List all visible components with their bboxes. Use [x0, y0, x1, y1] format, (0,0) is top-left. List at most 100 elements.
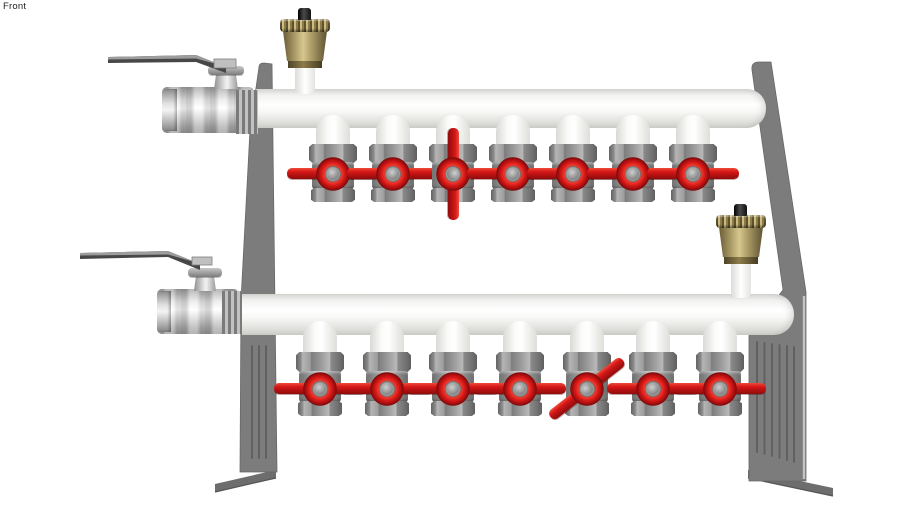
valve-union-nut [429, 352, 477, 372]
pipe-stub [556, 115, 590, 148]
valve-union-nut [309, 144, 357, 163]
loop-valve[interactable] [337, 321, 437, 441]
pipe-stub [303, 321, 337, 357]
valve-union-nut [369, 144, 417, 163]
mounting-bracket-left[interactable] [239, 62, 278, 473]
valve-handle-pin [387, 168, 399, 180]
pipe-stub [636, 321, 670, 357]
air-vent-top-base [288, 59, 322, 68]
loop-valve[interactable] [343, 115, 443, 235]
valve-handle[interactable] [270, 339, 370, 439]
air-vent-top-cap [298, 8, 311, 20]
valve-tail-nut [671, 188, 715, 202]
main-ball-valve-top-union-nut [236, 90, 258, 134]
valve-handle-pin [514, 383, 526, 395]
pipe-stub [316, 115, 350, 148]
bracket-foot-left-edge [214, 477, 277, 493]
valve-handle[interactable] [337, 339, 437, 439]
valve-handle[interactable] [343, 124, 443, 224]
valve-handle-pin [567, 168, 579, 180]
loop-valve[interactable] [270, 321, 370, 441]
valve-handle-pin [714, 383, 726, 395]
valve-handle-pin [447, 383, 459, 395]
valve-union-nut [296, 352, 344, 372]
pipe-stub [496, 115, 530, 148]
lever-bottom-nut [191, 256, 213, 266]
main-ball-valve-bottom-stem-flange [188, 268, 222, 277]
loop-valve[interactable] [537, 321, 637, 441]
valve-union-nut [563, 352, 611, 372]
valve-handle[interactable] [523, 124, 623, 224]
pipe-stub [703, 321, 737, 357]
valve-handle[interactable] [583, 124, 683, 224]
valve-tail-nut [498, 401, 542, 416]
valve-handle[interactable] [470, 339, 570, 439]
air-vent-bottom-stub [731, 262, 751, 298]
air-vent-top-knurled-ring [280, 19, 330, 32]
ball-valve-lever-top[interactable] [108, 55, 237, 73]
pipe-stub [616, 115, 650, 148]
valve-handle[interactable] [670, 339, 770, 439]
valve-tail-nut [311, 188, 355, 202]
valve-handle-pin [381, 383, 393, 395]
valve-tail-nut [551, 188, 595, 202]
loop-valve[interactable] [643, 115, 743, 235]
pipe-stub [503, 321, 537, 357]
valve-tail-nut [371, 188, 415, 202]
valve-union-nut [549, 144, 597, 163]
pipe-stub [376, 115, 410, 148]
pipe-stub [570, 321, 604, 357]
valve-handle[interactable] [463, 124, 563, 224]
lever-top-nut [213, 58, 237, 69]
air-vent-top-brass-body [283, 31, 327, 61]
valve-tail-nut [698, 401, 742, 416]
mounting-bracket-right[interactable] [748, 61, 807, 482]
main-ball-valve-top-collar [162, 89, 177, 131]
loop-valve[interactable] [403, 321, 503, 441]
valve-union-nut [669, 144, 717, 163]
valve-union-nut [496, 352, 544, 372]
ball-valve-lever-bottom[interactable] [80, 251, 213, 270]
valve-tail-nut [611, 188, 655, 202]
valve-handle-pin [314, 383, 326, 395]
pipe-stub [436, 321, 470, 357]
valve-handle-pin [687, 168, 699, 180]
loop-valve[interactable] [470, 321, 570, 441]
main-ball-valve-bottom-stem [194, 274, 216, 291]
main-ball-valve-bottom-union-nut [222, 291, 242, 334]
valve-handle-pin [507, 168, 519, 180]
valve-tail-nut [365, 401, 409, 416]
valve-handle-pin [627, 168, 639, 180]
valve-tail-nut [631, 401, 675, 416]
valve-handle-pin [327, 168, 339, 180]
valve-union-nut [629, 352, 677, 372]
valve-union-nut [363, 352, 411, 372]
valve-tail-nut [491, 188, 535, 202]
pipe-stub [676, 115, 710, 148]
loop-valve[interactable] [670, 321, 770, 441]
valve-handle[interactable] [603, 339, 703, 439]
valve-union-nut [489, 144, 537, 163]
air-vent-bottom-cap [734, 204, 747, 216]
pipe-stub [370, 321, 404, 357]
air-vent-bottom[interactable] [715, 204, 767, 298]
air-vent-bottom-knurled-ring [716, 215, 766, 228]
valve-handle[interactable] [403, 339, 503, 439]
loop-valve[interactable] [523, 115, 623, 235]
valve-tail-nut [298, 401, 342, 416]
valve-handle[interactable] [643, 124, 743, 224]
bracket-left-vent-slots [251, 345, 267, 459]
bracket-right-vent-slots [756, 341, 795, 463]
bracket-foot-left[interactable] [215, 470, 276, 492]
loop-valve[interactable] [603, 321, 703, 441]
air-vent-bottom-base [724, 255, 758, 264]
valve-handle[interactable] [283, 124, 383, 224]
valve-tail-nut [565, 401, 609, 416]
valve-union-nut [696, 352, 744, 372]
air-vent-top[interactable] [279, 8, 331, 94]
valve-handle-pin [647, 383, 659, 395]
air-vent-bottom-brass-body [719, 227, 763, 257]
